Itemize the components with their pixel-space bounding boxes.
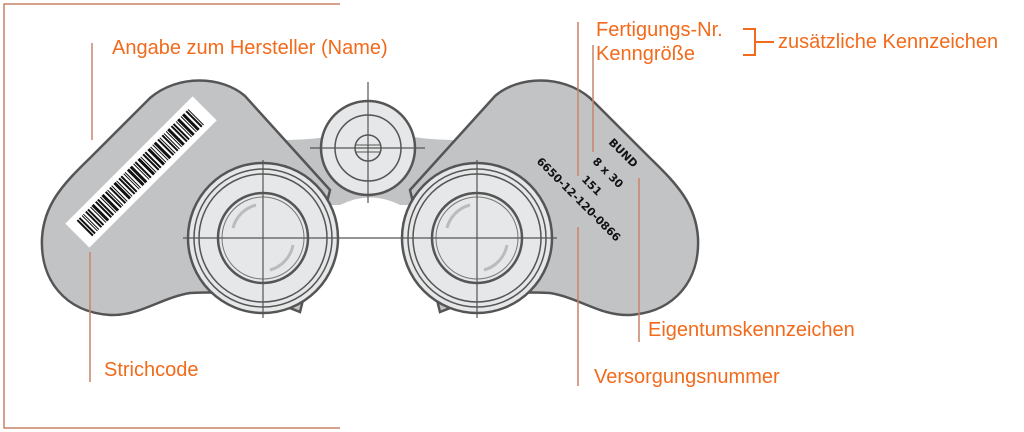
barcode-bar [177,118,195,136]
frame-bracket [3,3,340,429]
barcode-bar [78,217,96,235]
barcode-bar [81,215,98,232]
barcode-bar [159,137,176,154]
barcode-bar [91,203,110,222]
barcode-bar [152,144,169,161]
barcode-bar [165,130,183,148]
barcode-bar [85,210,103,228]
barcode-bar [123,173,140,190]
barcode-bar [118,177,136,195]
label-barcode: Strichcode [104,359,199,381]
barcode-bar [116,180,133,197]
label-serial-number: Fertigungs-Nr. [596,19,723,41]
barcode-bar [104,191,122,209]
barcode-bar [99,196,117,214]
barcode-bar [133,163,150,180]
barcode-bar [170,125,188,143]
focus-knob [310,82,425,203]
barcode-bar [107,189,124,206]
leader-lines [89,22,640,386]
label-additional-marks: zusätzliche Kennzeichen [778,31,999,53]
barcode-bar [95,200,113,218]
barcode-bar [140,156,157,173]
label-size-code: Kenngröße [596,43,695,65]
label-ownership-mark: Eigentumskennzeichen [648,319,855,341]
barcode-bar [172,123,190,141]
barcode-bar [187,109,204,126]
barcode-bar [113,181,132,200]
barcode-bar [163,133,180,150]
barcode-bar [129,165,148,184]
barcode-bar [142,153,160,171]
barcode-bar [111,185,128,202]
barcode [65,96,217,248]
barcode-bar [97,198,115,216]
barcode-bar [120,175,138,193]
barcode-bar [83,213,100,230]
barcode-bar [167,128,185,146]
barcode-bar [109,186,127,204]
barcode-bar [90,206,107,223]
barcode-bar [182,113,200,131]
barcode-bar [175,121,192,138]
barcode-bar [101,193,120,212]
barcode-bar [150,146,167,163]
bracket [743,28,756,56]
barcode-bar [126,168,145,187]
label-manufacturer: Angabe zum Hersteller (Name) [112,37,388,59]
barcode-bar [157,138,175,156]
barcode-bar [153,141,172,160]
barcode-bar [76,219,94,237]
barcode-bar [124,172,141,189]
barcode-bar [87,208,105,226]
barcode-bar [180,116,197,133]
barcode-bar [185,110,203,128]
barcode-bar [134,161,152,179]
label-supply-number: Versorgungsnummer [594,366,780,388]
barcode-bar [137,157,156,176]
barcode-bar [144,151,162,169]
barcode-bar [147,147,166,166]
barcode-bar [161,134,179,152]
